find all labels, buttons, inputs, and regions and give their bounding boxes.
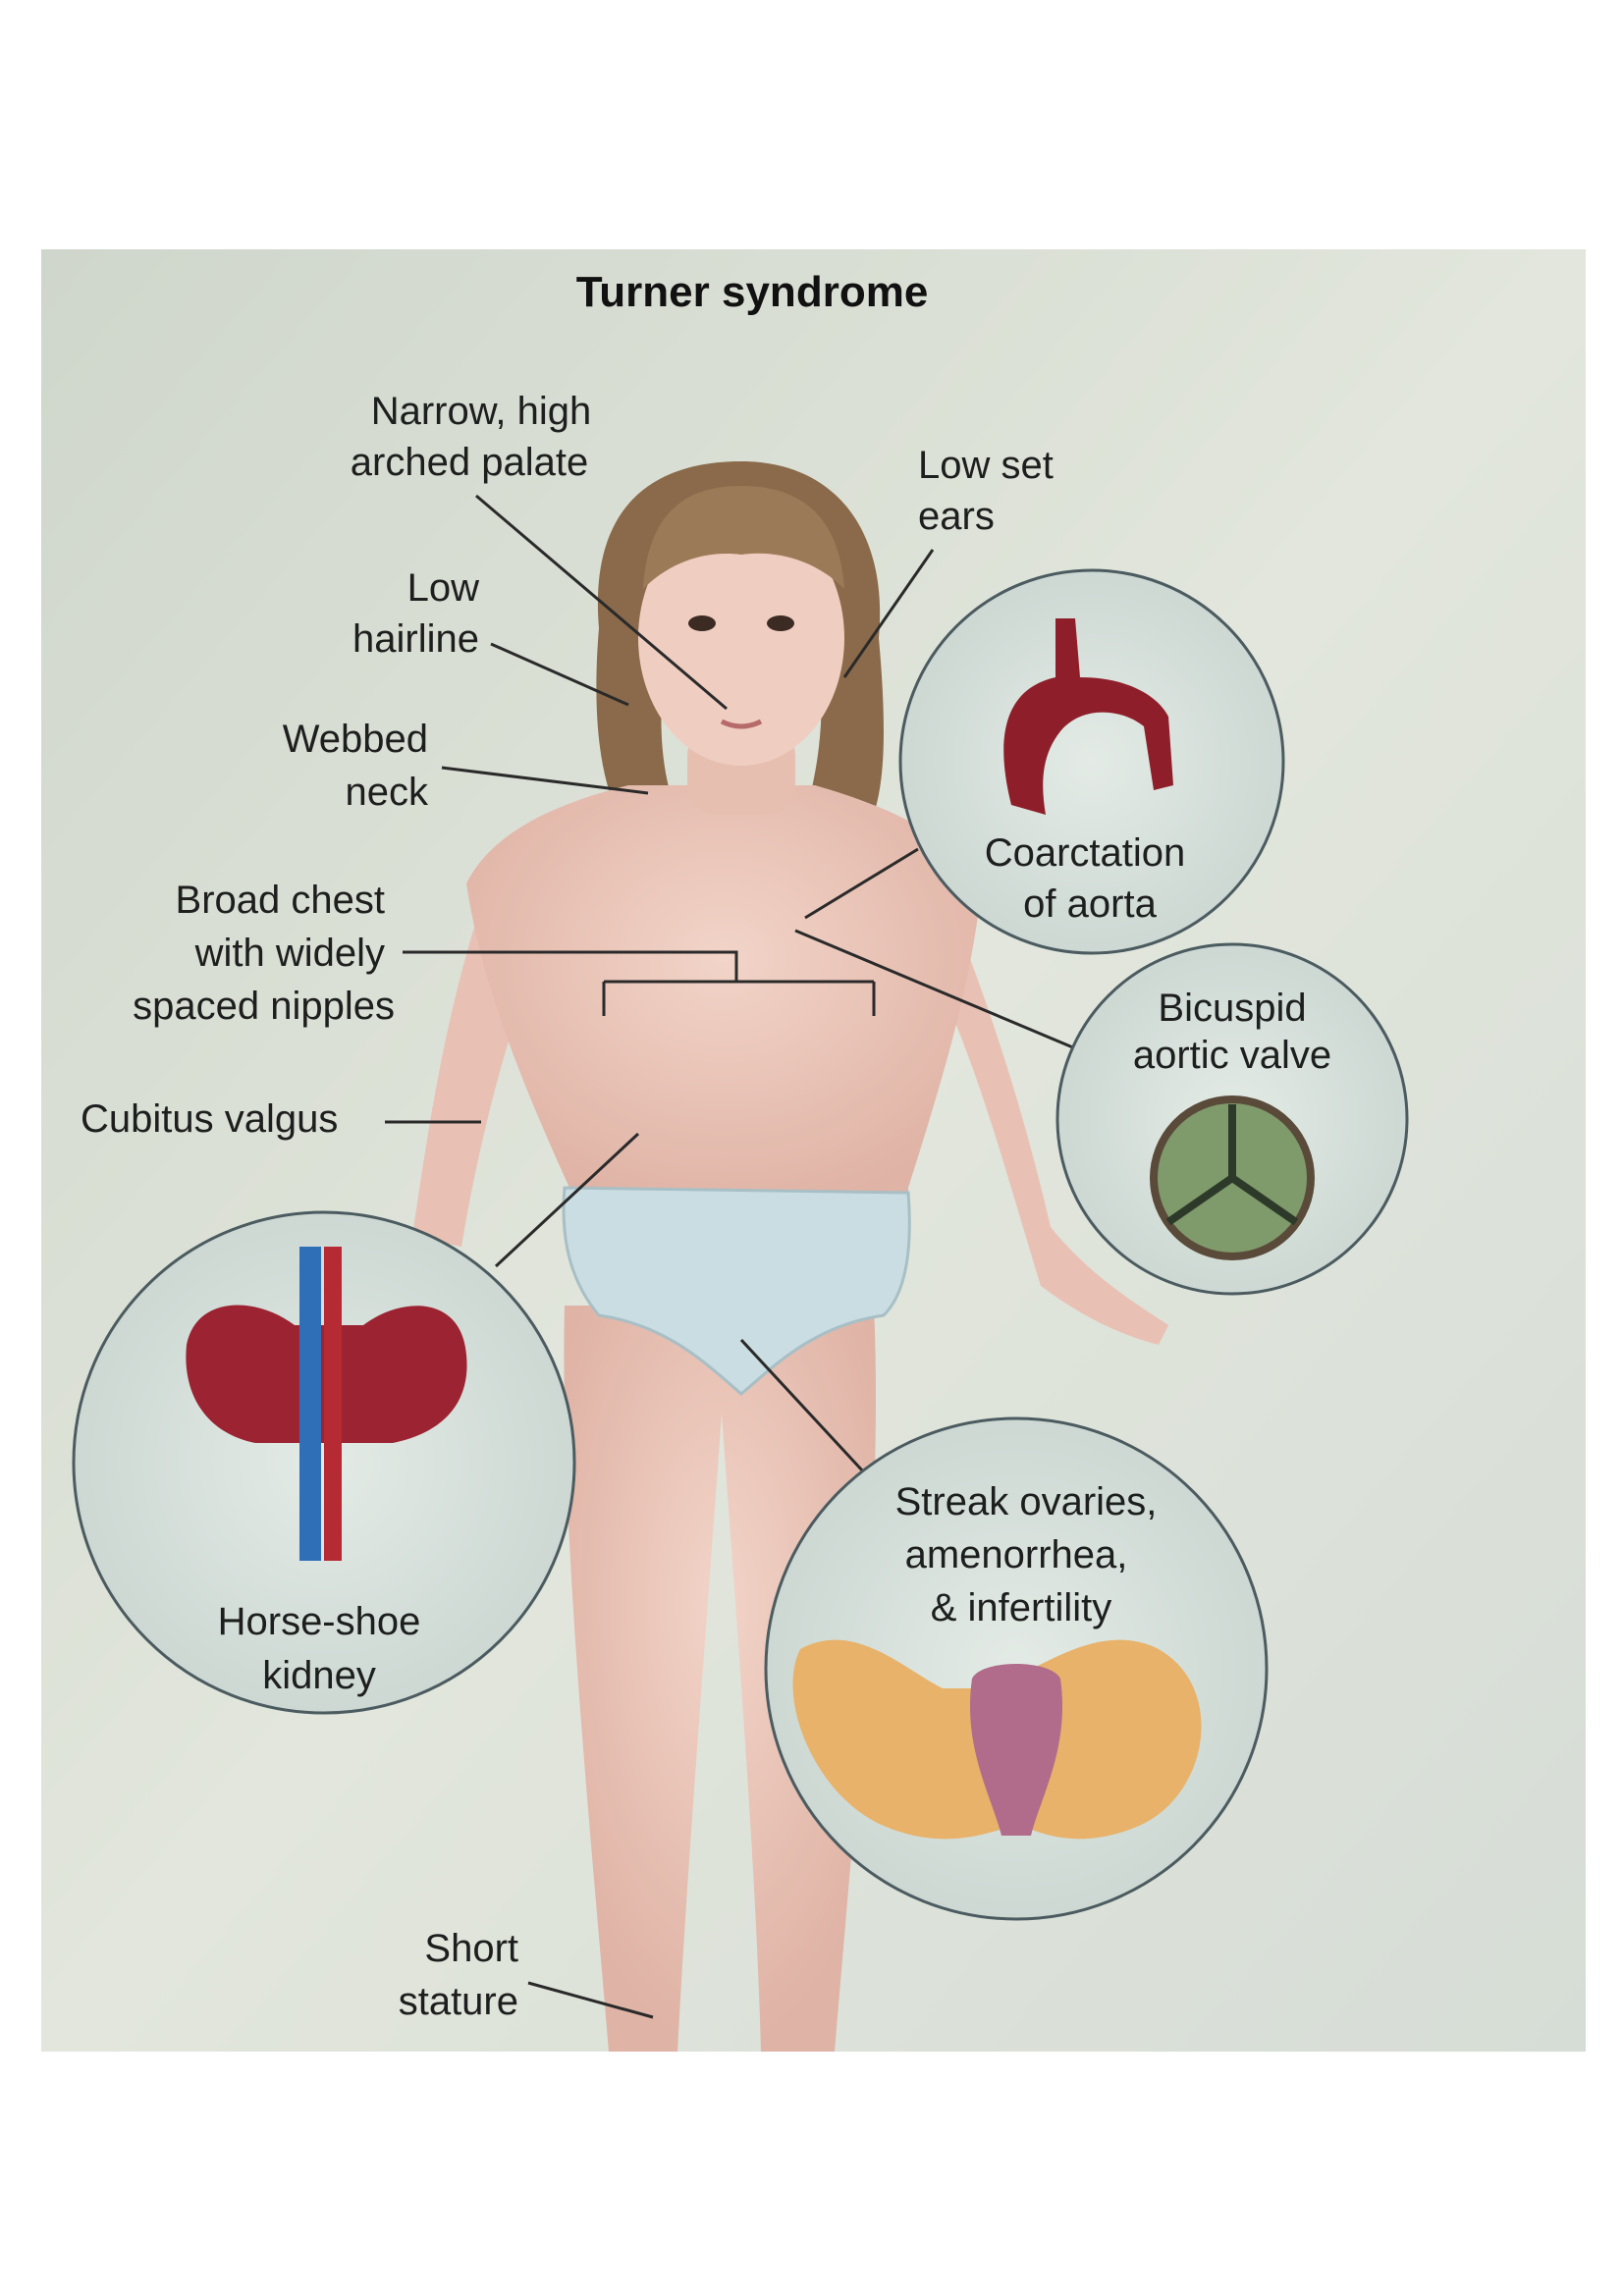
- kidney-leader: [494, 1132, 640, 1268]
- label-ears: Low set ears: [918, 444, 1054, 538]
- label-aorta: Coarctation of aorta: [985, 831, 1186, 926]
- svg-text:kidney: kidney: [262, 1654, 376, 1697]
- bangs: [643, 486, 844, 589]
- svg-text:neck: neck: [346, 771, 429, 814]
- label-neck: Webbed neck: [283, 718, 429, 814]
- svg-text:of aorta: of aorta: [1023, 882, 1157, 926]
- left-eye: [688, 615, 716, 631]
- label-palate: Narrow, high arched palate: [351, 390, 591, 484]
- svg-text:aortic valve: aortic valve: [1133, 1034, 1331, 1077]
- stature-leader: [527, 1981, 654, 2019]
- svg-text:stature: stature: [399, 1980, 518, 2023]
- svg-text:Streak ovaries,: Streak ovaries,: [895, 1480, 1158, 1523]
- aorta-illustration: [1003, 618, 1173, 815]
- ovaries-circle: [764, 1416, 1269, 1921]
- face: [638, 510, 844, 766]
- svg-text:Low: Low: [407, 566, 479, 610]
- artery-illustration: [324, 1247, 342, 1561]
- label-valve: Bicuspid aortic valve: [1133, 987, 1331, 1077]
- label-stature: Short stature: [399, 1927, 518, 2023]
- right-arm: [913, 864, 1168, 1345]
- palate-leader: [475, 494, 728, 711]
- svg-text:Bicuspid: Bicuspid: [1158, 987, 1306, 1030]
- mouth: [720, 719, 763, 729]
- svg-text:Horse-shoe: Horse-shoe: [218, 1600, 421, 1643]
- underwear: [562, 1186, 911, 1396]
- neck-leader: [441, 766, 649, 795]
- kidney-circle: [72, 1210, 576, 1715]
- label-hairline: Low hairline: [352, 566, 479, 661]
- valve-leader: [794, 929, 1076, 1050]
- legs: [564, 1306, 876, 2052]
- svg-text:Webbed: Webbed: [283, 718, 428, 761]
- hairline-leader: [490, 642, 629, 707]
- label-kidney: Horse-shoe kidney: [218, 1600, 421, 1697]
- svg-text:Short: Short: [424, 1927, 518, 1970]
- svg-text:Cubitus valgus: Cubitus valgus: [81, 1097, 338, 1141]
- uterus-illustration: [969, 1664, 1063, 1836]
- ovaries-leader: [739, 1338, 866, 1474]
- svg-text:spaced nipples: spaced nipples: [133, 985, 395, 1028]
- coarctation-circle: [898, 568, 1285, 955]
- diagram-title: Turner syndrome: [576, 268, 929, 316]
- leader-lines: [385, 494, 1076, 2019]
- chest-leader: [403, 950, 876, 1016]
- girl-figure: [412, 461, 1168, 2052]
- right-eye: [767, 615, 794, 631]
- label-chest: Broad chest with widely spaced nipples: [133, 879, 395, 1028]
- svg-text:ears: ears: [918, 495, 995, 538]
- svg-text:arched palate: arched palate: [351, 441, 588, 484]
- label-cubitus: Cubitus valgus: [81, 1097, 338, 1141]
- svg-text:amenorrhea,: amenorrhea,: [905, 1533, 1128, 1576]
- svg-text:& infertility: & infertility: [931, 1586, 1112, 1629]
- svg-text:Broad chest: Broad chest: [176, 879, 385, 922]
- label-ovaries: Streak ovaries, amenorrhea, & infertilit…: [895, 1480, 1158, 1629]
- svg-text:Low set: Low set: [918, 444, 1054, 487]
- svg-text:Narrow, high: Narrow, high: [371, 390, 592, 433]
- valve-circle: [1055, 942, 1409, 1296]
- svg-text:hairline: hairline: [352, 617, 479, 661]
- aorta-leader: [804, 847, 919, 920]
- vein-illustration: [299, 1247, 321, 1561]
- torso: [466, 785, 982, 1217]
- svg-text:Coarctation: Coarctation: [985, 831, 1186, 875]
- svg-text:with widely: with widely: [194, 932, 385, 975]
- ears-leader: [842, 549, 935, 678]
